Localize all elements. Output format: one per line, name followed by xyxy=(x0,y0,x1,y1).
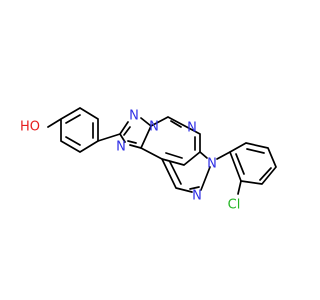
triazole-nitrogen-upper: N xyxy=(129,109,139,124)
atom-labels: HO N N N N N N Cl xyxy=(20,109,240,213)
chlorine-label: Cl xyxy=(228,198,241,213)
n-aryl-bond xyxy=(216,151,231,160)
bond-lines xyxy=(47,107,277,195)
pyrazole-aryl-nitrogen: N xyxy=(207,157,217,172)
triazole-nitrogen-bridge: N xyxy=(149,120,159,135)
pyrimidine-nitrogen: N xyxy=(187,121,197,136)
phenol-ring-double-bonds xyxy=(65,114,94,146)
pyrazole-ring-bonds xyxy=(161,151,211,193)
triazole-ring-bonds xyxy=(119,117,152,149)
chlorophenyl-ring-bonds xyxy=(229,142,277,185)
triazole-nitrogen-lower: N xyxy=(116,140,126,155)
canvas-background xyxy=(0,0,300,300)
pyrimidine-ring-bonds xyxy=(140,116,201,166)
pyrazole-lower-nitrogen: N xyxy=(192,189,202,204)
phenol-ring-bonds xyxy=(47,107,99,153)
molecular-structure-diagram: HO N N N N N N Cl xyxy=(0,0,300,300)
chloro-bond xyxy=(237,180,242,195)
aryl-triazole-bond xyxy=(97,133,121,142)
chlorophenyl-double-bonds xyxy=(235,148,272,181)
pyrazole-double-bonds xyxy=(169,161,200,190)
triazole-double-bonds xyxy=(123,126,137,144)
pyrimidine-double-bonds xyxy=(165,120,196,159)
hydroxyl-label: HO xyxy=(20,120,40,135)
